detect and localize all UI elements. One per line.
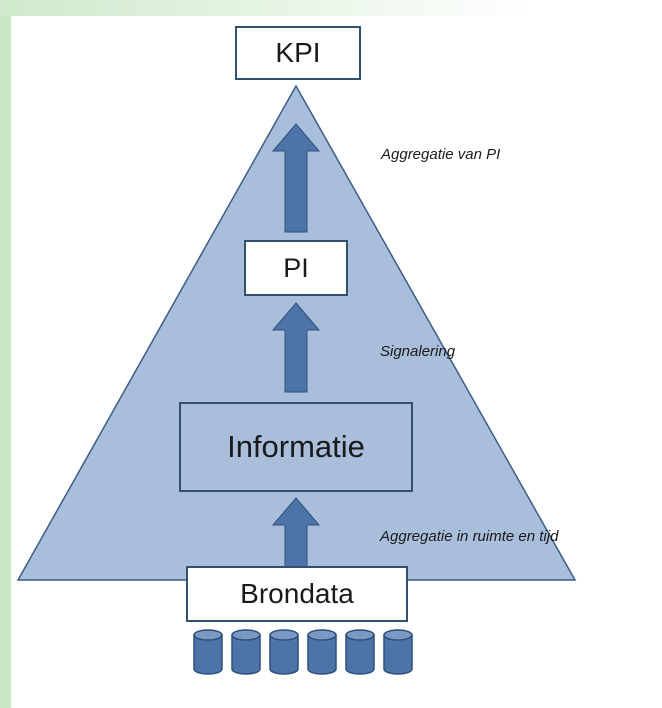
brondata-box: Brondata bbox=[186, 566, 408, 622]
annotation-aggregatie-pi: Aggregatie van PI bbox=[381, 146, 501, 163]
database-icon bbox=[269, 629, 299, 675]
database-icon bbox=[193, 629, 223, 675]
kpi-box: KPI bbox=[235, 26, 361, 80]
arrow-up-icon bbox=[271, 123, 321, 233]
database-icon bbox=[307, 629, 337, 675]
annotation-aggregatie-ruimte: Aggregatie in ruimte en tijd bbox=[380, 528, 559, 545]
left-accent-bar bbox=[0, 0, 11, 708]
informatie-label: Informatie bbox=[227, 429, 365, 464]
informatie-box: Informatie bbox=[179, 402, 413, 492]
annotation-signalering: Signalering bbox=[380, 343, 456, 360]
database-group bbox=[193, 629, 413, 675]
arrow-up-icon bbox=[271, 302, 321, 393]
kpi-label: KPI bbox=[275, 37, 321, 68]
pi-label: PI bbox=[283, 252, 309, 283]
database-icon bbox=[383, 629, 413, 675]
database-icon bbox=[231, 629, 261, 675]
database-icon bbox=[345, 629, 375, 675]
top-accent-band bbox=[0, 0, 662, 16]
brondata-label: Brondata bbox=[240, 578, 354, 609]
pi-box: PI bbox=[244, 240, 348, 296]
